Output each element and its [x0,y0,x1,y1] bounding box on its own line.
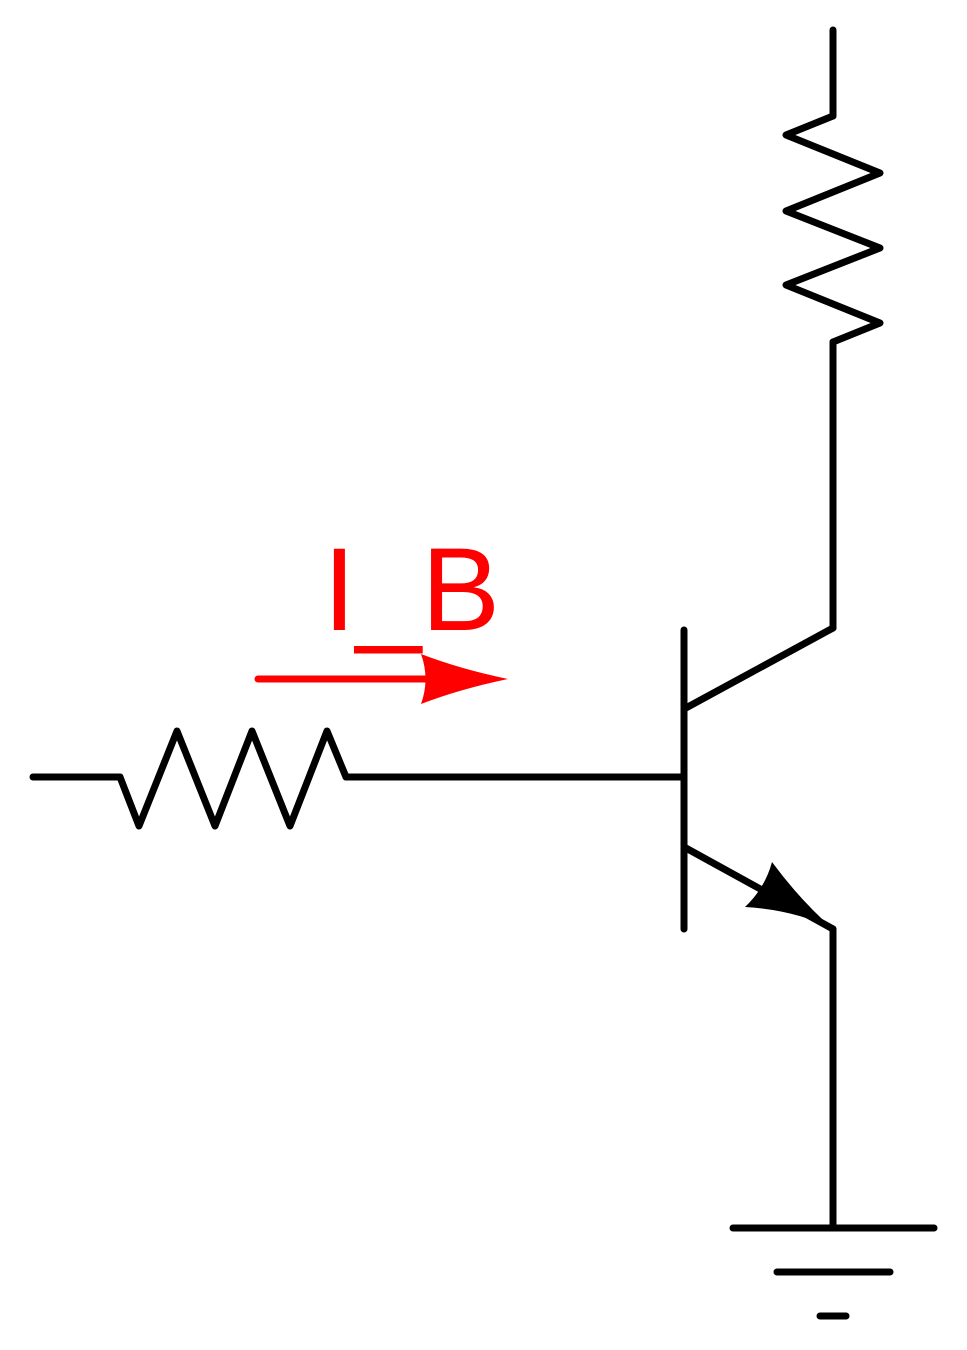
collector-resistor [782,112,884,346]
base-current-annotation: I_B [254,524,508,704]
transistor-collector-lead [680,624,837,713]
ground-symbol [729,1224,938,1320]
base-resistor [116,727,350,830]
base-current-label: I_B [323,524,500,656]
emitter-arrow-icon [745,862,833,929]
base-current-arrow-icon [421,654,508,704]
